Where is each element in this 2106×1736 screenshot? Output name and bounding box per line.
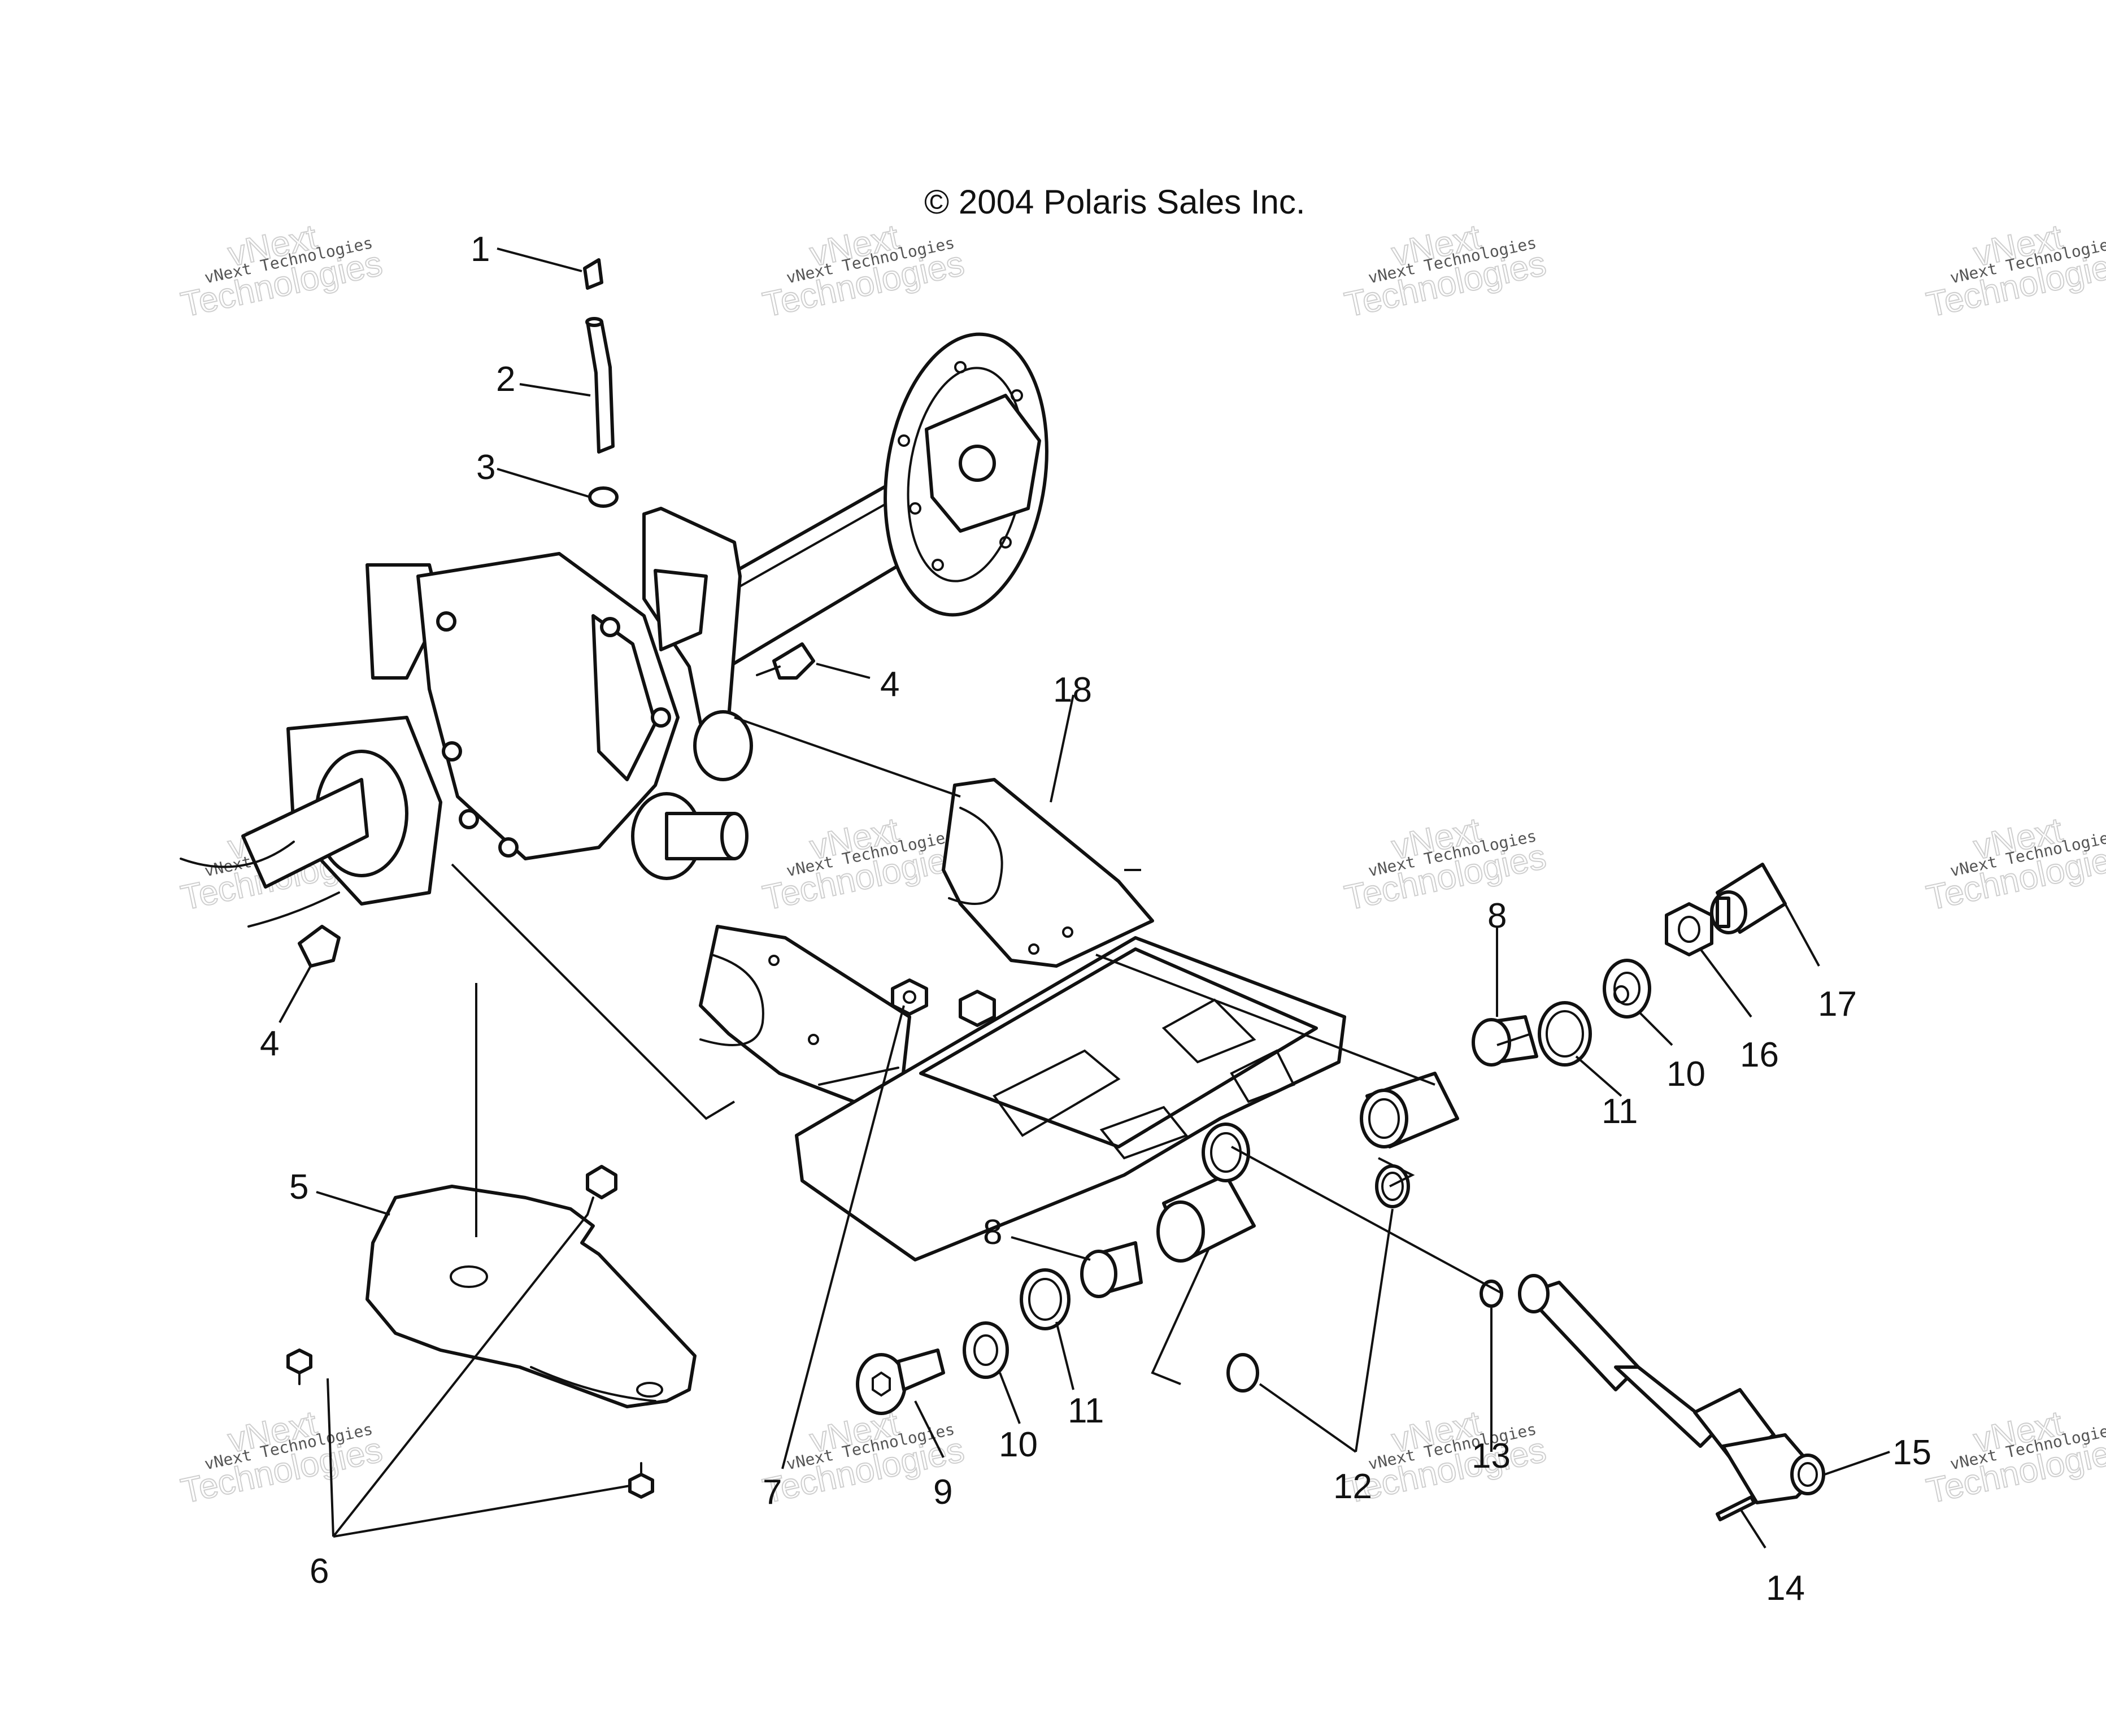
callout-11-left: 11 — [1068, 1391, 1104, 1430]
seal-11-right — [1538, 1001, 1592, 1067]
callout-5: 5 — [289, 1168, 308, 1207]
screw-6-b — [586, 1165, 617, 1216]
callout-13: 13 — [1472, 1437, 1511, 1476]
caliper-bracket — [642, 507, 742, 725]
watermark: vNext Technologies vNext Technologies — [1341, 810, 1550, 919]
guard-5 — [365, 1185, 697, 1408]
callout-8-left: 8 — [983, 1213, 1002, 1252]
callout-9: 9 — [933, 1473, 952, 1512]
nut-upper — [959, 990, 996, 1027]
nut-16 — [1665, 902, 1713, 956]
callout-7: 7 — [763, 1473, 782, 1512]
seal-12-lower — [1226, 1353, 1259, 1393]
roll-pin-14 — [1716, 1495, 1756, 1521]
gear-case — [365, 552, 680, 860]
callout-1: 1 — [471, 230, 490, 269]
pivot-tube-right — [1360, 1072, 1459, 1148]
bolt-4-lower — [298, 925, 341, 968]
bearing-10-left — [963, 1321, 1009, 1379]
bearing-10-right — [1603, 959, 1651, 1019]
watermark: vNext Technologies vNext Technologies — [177, 1403, 386, 1512]
drive-shaft-15 — [1518, 1274, 1825, 1504]
left-axle-flange — [180, 716, 442, 928]
callout-10-right: 10 — [1666, 1055, 1705, 1094]
callout-17: 17 — [1818, 985, 1857, 1024]
watermark: vNext Technologies vNext Technologies — [759, 217, 968, 325]
callout-14: 14 — [1766, 1569, 1805, 1608]
clamp-3 — [588, 486, 619, 508]
leader-lines — [279, 247, 1890, 1549]
center-lines — [451, 716, 1531, 1385]
bushing-8-left — [1080, 1241, 1143, 1298]
screw-6-a — [286, 1348, 312, 1385]
swing-arm — [795, 936, 1346, 1261]
bolt-4-upper — [756, 642, 815, 680]
output-shaft — [631, 710, 753, 880]
callout-4-upper: 4 — [880, 665, 899, 704]
watermark: vNext Technologies vNext Technologies — [759, 810, 968, 919]
callout-8-right: 8 — [1487, 897, 1507, 936]
watermark: vNext Technologies vNext Technologies — [177, 217, 386, 325]
pivot-bolt-17 — [1710, 863, 1787, 934]
callout-10-left: 10 — [999, 1425, 1038, 1464]
clamp-1 — [583, 258, 603, 290]
watermark: vNext Technologies vNext Technologies — [1922, 810, 2106, 919]
mount-plate-left — [699, 925, 911, 1120]
nut-7 — [891, 978, 928, 1016]
brake-disc — [884, 332, 1048, 617]
callout-4-lower: 4 — [260, 1024, 279, 1063]
callout-2: 2 — [496, 360, 515, 399]
vent-hose-2 — [585, 317, 615, 454]
bushing-8-right — [1472, 1015, 1538, 1067]
callout-labels: 1 2 3 4 4 5 6 7 8 8 9 10 10 11 11 12 13 … — [260, 230, 1931, 1608]
watermark: vNext Technologies vNext Technologies — [1922, 217, 2106, 325]
pivot-tube-left — [1156, 1122, 1256, 1263]
callout-3: 3 — [476, 448, 495, 487]
mount-plate-18 — [942, 778, 1154, 968]
pivot-bolt-9 — [856, 1348, 945, 1415]
callout-16: 16 — [1740, 1035, 1779, 1074]
screw-6-c — [628, 1462, 654, 1499]
copyright-text: © 2004 Polaris Sales Inc. — [924, 183, 1306, 221]
seal-11-left — [1020, 1268, 1071, 1330]
callout-18: 18 — [1053, 671, 1092, 710]
callout-11-right: 11 — [1602, 1092, 1638, 1131]
callout-12: 12 — [1333, 1467, 1372, 1506]
seal-12-upper — [1375, 1164, 1410, 1208]
watermark: vNext Technologies vNext Technologies — [1341, 217, 1550, 325]
watermark: vNext Technologies vNext Technologies — [1922, 1403, 2106, 1512]
callout-6: 6 — [310, 1552, 329, 1591]
callout-15: 15 — [1892, 1433, 1931, 1472]
